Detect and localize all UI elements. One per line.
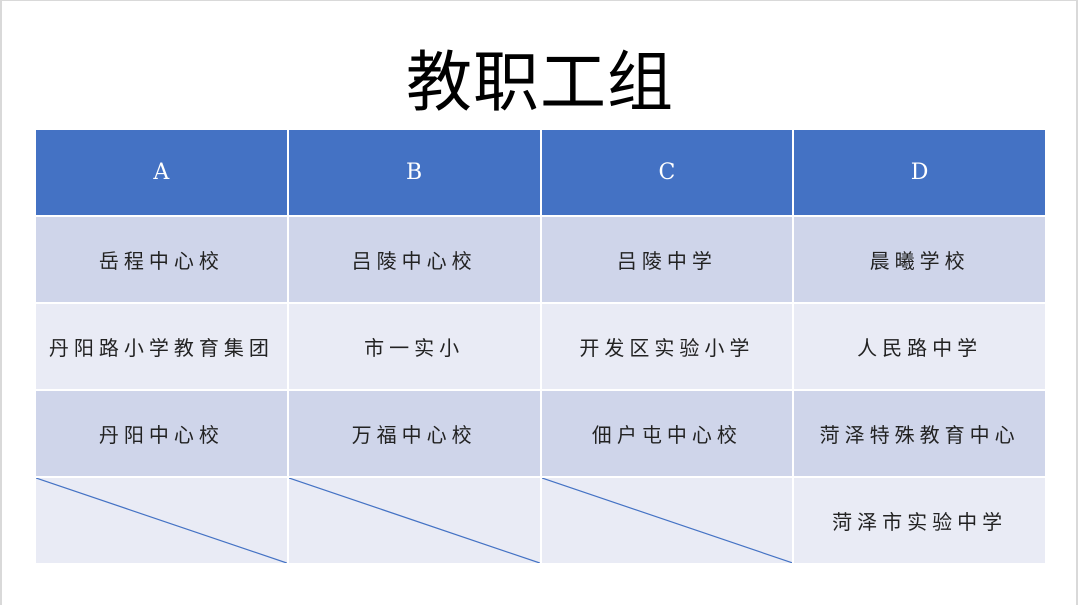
diagonal-line-icon — [36, 478, 287, 563]
table-cell: 吕陵中学 — [539, 215, 795, 304]
empty-diagonal-cell — [286, 476, 542, 565]
table-cell: 丹阳中心校 — [34, 389, 289, 478]
table-cell: 开发区实验小学 — [539, 302, 795, 391]
table-cell: 佃户屯中心校 — [539, 389, 795, 478]
diagonal-line-icon — [542, 478, 793, 563]
table-row: 丹阳中心校 万福中心校 佃户屯中心校 菏泽特殊教育中心 — [34, 389, 1047, 478]
empty-diagonal-cell — [539, 476, 795, 565]
table-cell: 万福中心校 — [286, 389, 542, 478]
diagonal-line-icon — [289, 478, 540, 563]
table-cell: 菏泽市实验中学 — [792, 476, 1047, 565]
table-row: 丹阳路小学教育集团 市一实小 开发区实验小学 人民路中学 — [34, 302, 1047, 391]
page-title: 教职工组 — [406, 44, 674, 121]
table-cell: 丹阳路小学教育集团 — [34, 302, 289, 391]
table-cell: 菏泽特殊教育中心 — [792, 389, 1047, 478]
table-row: 岳程中心校 吕陵中心校 吕陵中学 晨曦学校 — [34, 215, 1047, 304]
table-cell: 晨曦学校 — [792, 215, 1047, 304]
column-header-d: D — [792, 128, 1047, 217]
column-header-a: A — [34, 128, 289, 217]
table-cell: 市一实小 — [286, 302, 542, 391]
groups-table: A B C D 岳程中心校 吕陵中心校 吕陵中学 晨曦学校 丹阳路小学教育集团 … — [34, 128, 1047, 565]
table-cell: 吕陵中心校 — [286, 215, 542, 304]
table-row: 菏泽市实验中学 — [34, 476, 1047, 565]
empty-diagonal-cell — [34, 476, 289, 565]
table-cell: 岳程中心校 — [34, 215, 289, 304]
table-cell: 人民路中学 — [792, 302, 1047, 391]
column-header-b: B — [286, 128, 542, 217]
column-header-c: C — [539, 128, 795, 217]
table-header-row: A B C D — [34, 128, 1047, 217]
